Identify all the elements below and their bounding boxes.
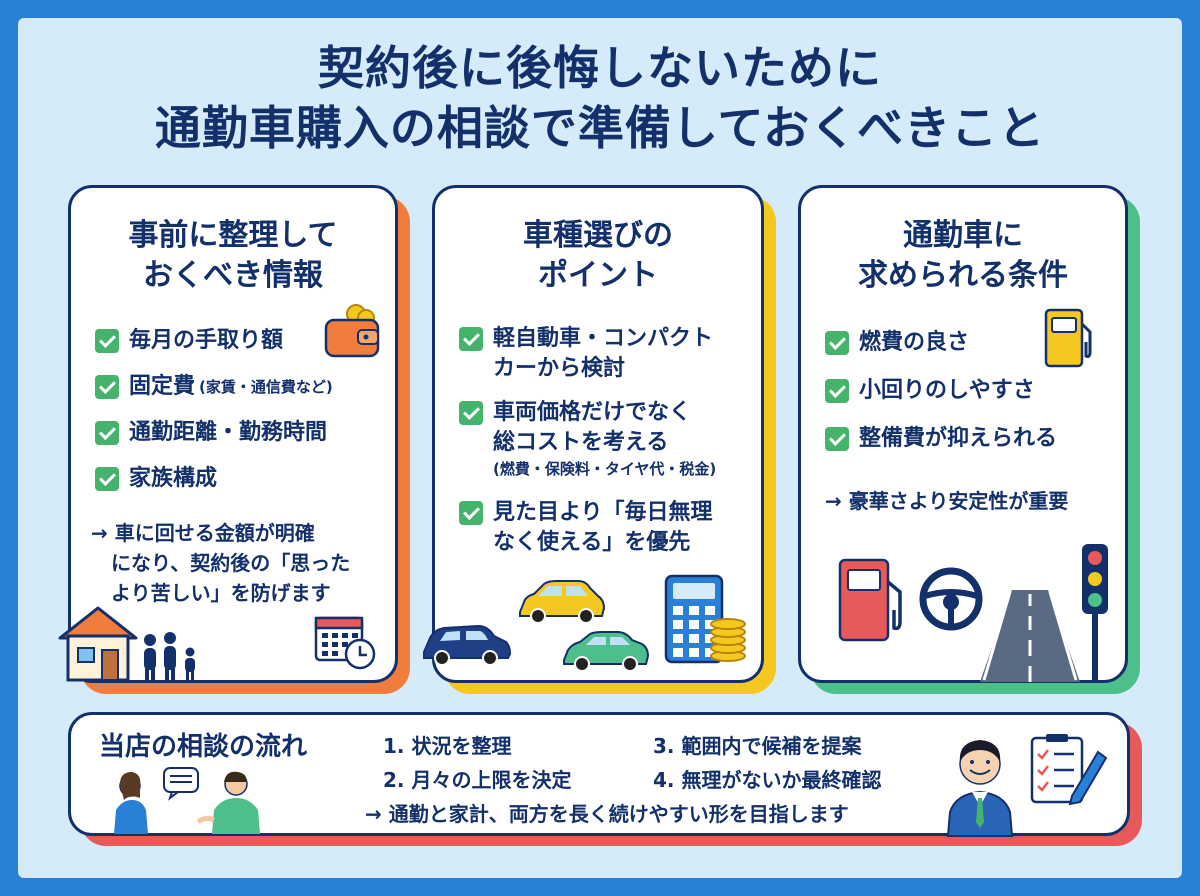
check-icon bbox=[95, 375, 119, 399]
card1-note: → 車に回せる金額が明確 になり、契約後の「思った より苦しい」を防げます bbox=[91, 518, 350, 608]
card1-title-line1: 事前に整理して bbox=[128, 218, 338, 253]
check-icon bbox=[95, 467, 119, 491]
card2-item: 軽自動車・コンパクト カーから検討 bbox=[459, 324, 713, 384]
card3-title-line2: 求められる条件 bbox=[858, 258, 1068, 293]
check-icon bbox=[825, 427, 849, 451]
card3-title-line1: 通勤車に bbox=[903, 218, 1023, 253]
card2-item: 車両価格だけでなく 総コストを考える (燃費・保険料・タイヤ代・税金) bbox=[459, 398, 716, 480]
card1-note-line: → 車に回せる金額が明確 bbox=[91, 521, 315, 545]
check-icon bbox=[825, 331, 849, 355]
card2-item-line: なく使える」を優先 bbox=[493, 530, 691, 555]
card3-item: 小回りのしやすさ bbox=[825, 376, 1035, 406]
check-icon bbox=[459, 501, 483, 525]
card1-item: 通勤距離・勤務時間 bbox=[95, 418, 327, 448]
card2-item-note: (燃費・保険料・タイヤ代・税金) bbox=[493, 460, 717, 478]
title-line-2: 通勤車購入の相談で準備しておくべきこと bbox=[154, 101, 1046, 155]
fuel-pump-icon bbox=[1044, 308, 1092, 368]
calendar-icon bbox=[314, 616, 376, 670]
card2-item-line: 総コストを考える bbox=[493, 430, 669, 455]
card2-item-line: カーから検討 bbox=[493, 356, 626, 381]
house-icon bbox=[58, 606, 138, 682]
road-icon bbox=[980, 590, 1080, 682]
car-icon bbox=[423, 624, 512, 666]
card1-item: 家族構成 bbox=[95, 464, 217, 494]
car-icon bbox=[563, 631, 650, 672]
flow-note: → 通勤と家計、両方を長く続けやすい形を目指します bbox=[365, 802, 849, 826]
card2-title: 車種選びの ポイント bbox=[435, 216, 761, 296]
card2-item-line: 見た目より「毎日無理 bbox=[493, 500, 713, 525]
car-icon bbox=[519, 580, 606, 624]
check-icon bbox=[95, 421, 119, 445]
fuel-pump-icon bbox=[838, 558, 902, 642]
traffic-light-icon bbox=[1082, 544, 1108, 680]
card1-item-label: 家族構成 bbox=[129, 466, 218, 491]
staff-icon bbox=[946, 740, 1014, 837]
card2-item-line: 軽自動車・コンパクト bbox=[493, 326, 714, 351]
check-icon bbox=[459, 401, 483, 425]
steering-wheel-icon bbox=[919, 567, 983, 631]
card-prep-info: 事前に整理して おくべき情報 毎月の手取り額 固定費(家賃・通信費など) 通勤距… bbox=[68, 185, 398, 683]
card1-note-line: になり、契約後の「思った bbox=[111, 551, 351, 575]
check-icon bbox=[95, 329, 119, 353]
flow-step: 3. 範囲内で候補を提案 bbox=[653, 734, 862, 758]
card1-title: 事前に整理して おくべき情報 bbox=[71, 216, 395, 296]
card3-item-label: 燃費の良さ bbox=[859, 330, 970, 355]
flow-step: 4. 無理がないか最終確認 bbox=[653, 768, 882, 792]
card3-note: → 豪華さより安定性が重要 bbox=[825, 489, 1069, 513]
flow-title: 当店の相談の流れ bbox=[99, 732, 308, 762]
card3-item: 燃費の良さ bbox=[825, 328, 969, 358]
card1-item-label: 通勤距離・勤務時間 bbox=[129, 420, 328, 445]
check-icon bbox=[459, 327, 483, 351]
card3-item-label: 整備費が抑えられる bbox=[859, 426, 1058, 451]
coins-icon bbox=[710, 618, 746, 662]
calculator-icon bbox=[664, 574, 724, 664]
flow-step: 1. 状況を整理 bbox=[383, 734, 512, 758]
card3-title: 通勤車に 求められる条件 bbox=[801, 216, 1125, 296]
title-line-1: 契約後に後悔しないために bbox=[318, 41, 882, 95]
card1-title-line2: おくべき情報 bbox=[143, 258, 323, 293]
check-icon bbox=[825, 379, 849, 403]
card1-item-note: (家賃・通信費など) bbox=[199, 378, 333, 396]
card2-item-line: 車両価格だけでなく bbox=[493, 400, 692, 425]
card2-item: 見た目より「毎日無理 なく使える」を優先 bbox=[459, 498, 713, 558]
flow-step: 2. 月々の上限を決定 bbox=[383, 768, 572, 792]
page-title: 契約後に後悔しないために 通勤車購入の相談で準備しておくべきこと bbox=[0, 38, 1200, 158]
card1-item-label: 固定費 bbox=[129, 374, 196, 399]
card3-item: 整備費が抑えられる bbox=[825, 424, 1057, 454]
wallet-icon bbox=[324, 304, 380, 358]
card1-item: 毎月の手取り額 bbox=[95, 326, 283, 356]
card2-title-line2: ポイント bbox=[538, 258, 658, 293]
checklist-icon bbox=[1030, 734, 1108, 806]
family-icon bbox=[144, 632, 195, 680]
consultation-icon bbox=[114, 767, 260, 834]
card1-note-line: より苦しい」を防げます bbox=[111, 581, 331, 605]
card2-title-line1: 車種選びの bbox=[523, 218, 673, 253]
card1-item: 固定費(家賃・通信費など) bbox=[95, 372, 333, 402]
card1-item-label: 毎月の手取り額 bbox=[129, 328, 284, 353]
card3-item-label: 小回りのしやすさ bbox=[859, 378, 1035, 403]
